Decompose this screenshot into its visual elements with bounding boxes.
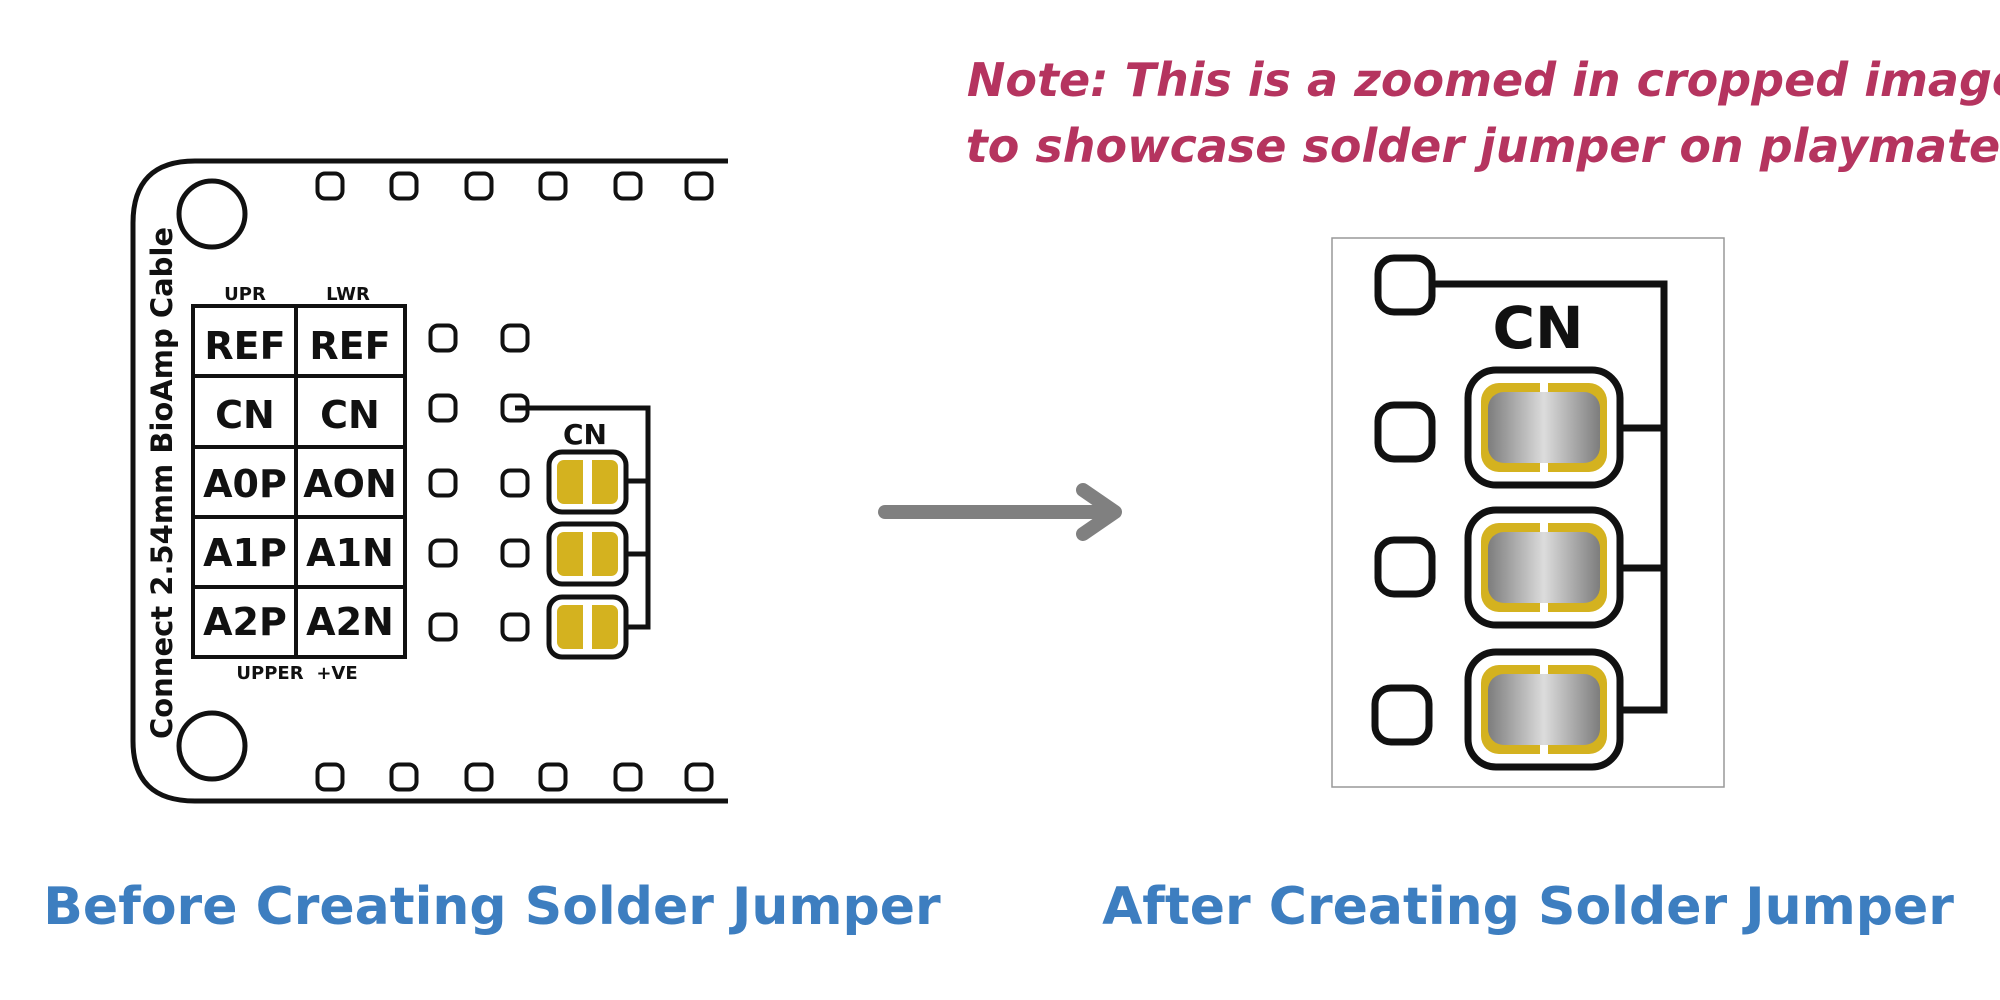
table-cell: REF [204, 324, 285, 368]
table-cell: CN [215, 393, 275, 437]
pad [1374, 254, 1436, 316]
table-cell: REF [309, 324, 390, 368]
table-cell: CN [320, 393, 380, 437]
after-board: CN [1331, 237, 1725, 788]
pad [428, 468, 458, 498]
pad [428, 538, 458, 568]
pad [389, 171, 419, 201]
pad [1371, 684, 1433, 746]
note: Note: This is a zoomed in cropped image … [966, 53, 2000, 173]
bottom-label-positive: +VE [316, 663, 357, 684]
pad [428, 612, 458, 642]
pin-table: REF REF CN CN A0P AON A1P A1N A2P A2N [191, 304, 407, 659]
after-pads [1371, 254, 1436, 746]
right-arrow-icon [878, 483, 1122, 541]
caption-after: After Creating Solder Jumper [1102, 877, 1954, 937]
cn-trace-large [1435, 280, 1668, 714]
before-board: Connect 2.54mm BioAmp Cable UPR LWR REF … [130, 158, 728, 804]
solder-jumper-open [546, 521, 629, 587]
pad [613, 171, 643, 201]
pad [1374, 536, 1436, 598]
mount-hole-bottom [176, 710, 248, 782]
jumper-label-small: CN [563, 418, 607, 451]
solder-jumper-bridged [1464, 648, 1624, 771]
board-outline [130, 158, 728, 804]
pad [428, 393, 458, 423]
bottom-label-upper: UPPER [236, 663, 303, 684]
caption-before: Before Creating Solder Jumper [43, 877, 941, 937]
table-cell: A1P [203, 531, 287, 575]
pad [684, 762, 714, 792]
solder-jumper-open [546, 594, 629, 660]
solder-jumper-bridged [1464, 366, 1624, 489]
note-line-2: to showcase solder jumper on playmate* [966, 119, 2000, 173]
pad [315, 762, 345, 792]
table-cell: A2N [306, 600, 394, 644]
pad [500, 323, 530, 353]
pad [500, 538, 530, 568]
table-cell: A0P [203, 462, 287, 506]
pad [464, 171, 494, 201]
note-line-1: Note: This is a zoomed in cropped image [967, 53, 2000, 107]
header-pads-bottom [315, 762, 714, 792]
pad [315, 171, 345, 201]
pad [538, 171, 568, 201]
pad [428, 323, 458, 353]
table-cell: AON [303, 462, 397, 506]
pad [500, 468, 530, 498]
header-pads-top [315, 171, 714, 201]
pad [464, 762, 494, 792]
jumper-label-large: CN [1492, 294, 1583, 362]
col-label-lwr: LWR [326, 284, 370, 305]
breakout-pads [428, 323, 530, 642]
cn-trace [515, 405, 651, 630]
table-cell: A2P [203, 600, 287, 644]
solder-jumper-open [546, 449, 629, 515]
pad [500, 612, 530, 642]
table-cell: A1N [306, 531, 394, 575]
pad [538, 762, 568, 792]
solder-jumper-bridged [1464, 506, 1624, 629]
pad [1374, 401, 1436, 463]
cable-side-label: Connect 2.54mm BioAmp Cable [145, 227, 179, 739]
pad [613, 762, 643, 792]
mount-hole-top [176, 178, 248, 250]
pad [389, 762, 419, 792]
pad [684, 171, 714, 201]
col-label-upr: UPR [224, 284, 266, 305]
